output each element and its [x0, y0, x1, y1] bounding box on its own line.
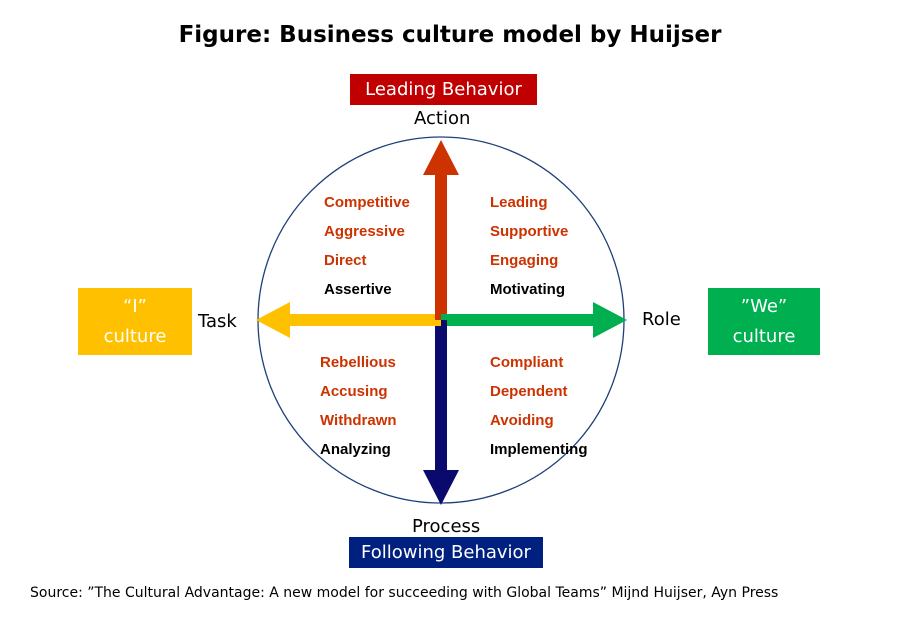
following-behavior-label: Following Behavior — [361, 542, 531, 563]
trait-avoiding: Avoiding — [490, 412, 554, 429]
trait-dependent: Dependent — [490, 383, 568, 400]
axis-label-task: Task — [198, 311, 237, 332]
we-culture-label: culture — [732, 325, 796, 347]
leading-behavior-label: Leading Behavior — [365, 79, 522, 100]
trait-implementing: Implementing — [490, 441, 588, 458]
trait-aggressive: Aggressive — [324, 223, 405, 240]
arrow-up-action — [423, 140, 459, 320]
axis-label-role: Role — [642, 309, 681, 330]
trait-supportive: Supportive — [490, 223, 569, 240]
trait-direct: Direct — [324, 252, 367, 269]
axis-label-action: Action — [414, 108, 471, 129]
trait-analyzing: Analyzing — [320, 441, 391, 458]
quadrant-top-left: Competitive Aggressive Direct Assertive — [324, 188, 410, 304]
quadrant-bottom-right: Compliant Dependent Avoiding Implementin… — [490, 348, 588, 464]
center-junction — [435, 314, 441, 320]
quadrant-bottom-left: Rebellious Accusing Withdrawn Analyzing — [320, 348, 397, 464]
trait-accusing: Accusing — [320, 383, 388, 400]
i-culture-box: “I” culture — [78, 288, 192, 355]
trait-assertive: Assertive — [324, 281, 392, 298]
i-culture-quote: “I” — [123, 295, 147, 317]
arrow-left-task — [256, 302, 441, 338]
trait-engaging: Engaging — [490, 252, 559, 269]
arrow-right-role — [441, 302, 627, 338]
we-culture-quote: ”We” — [740, 295, 788, 317]
figure-title: Figure: Business culture model by Huijse… — [178, 22, 722, 48]
quadrant-top-right: Leading Supportive Engaging Motivating — [490, 188, 568, 304]
trait-leading: Leading — [490, 194, 548, 211]
arrow-down-process — [423, 320, 459, 505]
we-culture-box: ”We” culture — [708, 288, 820, 355]
trait-competitive: Competitive — [324, 194, 410, 211]
axis-label-process: Process — [412, 516, 481, 537]
trait-rebellious: Rebellious — [320, 354, 396, 371]
trait-compliant: Compliant — [490, 354, 564, 371]
i-culture-label: culture — [103, 325, 167, 347]
trait-withdrawn: Withdrawn — [320, 412, 397, 429]
leading-behavior-box: Leading Behavior — [350, 74, 537, 105]
trait-motivating: Motivating — [490, 281, 565, 298]
following-behavior-box: Following Behavior — [349, 537, 543, 568]
source-caption: Source: ”The Cultural Advantage: A new m… — [30, 585, 779, 601]
